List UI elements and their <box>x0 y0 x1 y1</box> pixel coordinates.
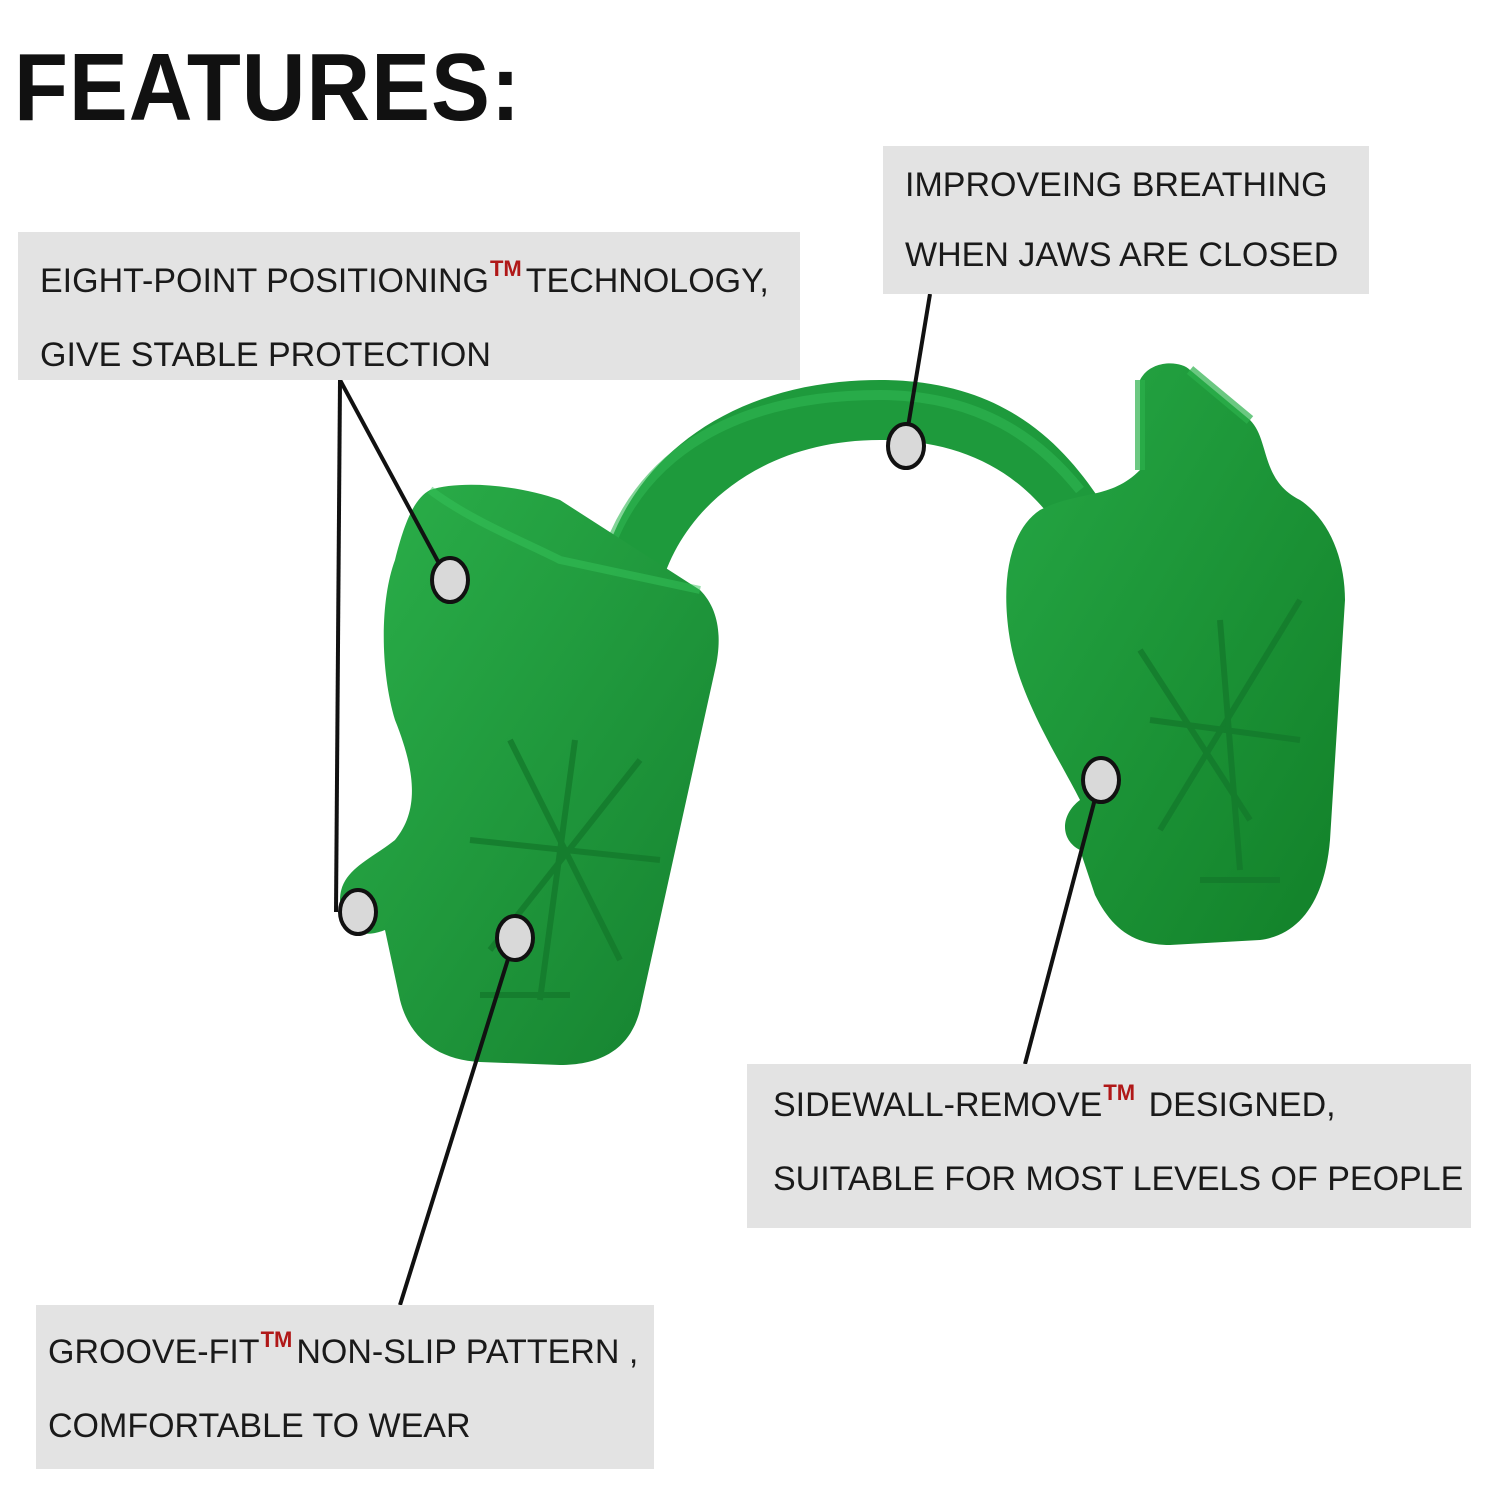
callout-breathing-line2: WHEN JAWS ARE CLOSED <box>905 236 1339 274</box>
trademark-mark: TM <box>1103 1080 1136 1105</box>
callout-sidewall-text-b: DESIGNED, <box>1148 1086 1336 1124</box>
callout-sidewall-line1: SIDEWALL-REMOVETM DESIGNED, <box>773 1070 1471 1144</box>
callout-positioning-text-a: EIGHT-POINT POSITIONING <box>40 262 489 300</box>
callout-positioning-line2: GIVE STABLE PROTECTION <box>40 336 491 374</box>
marker-left-top <box>430 556 470 604</box>
arch-band <box>600 380 1100 590</box>
marker-right <box>1081 756 1121 804</box>
trademark-mark: TM <box>489 256 522 281</box>
point-markers <box>338 422 1121 962</box>
callout-sidewall: SIDEWALL-REMOVETM DESIGNED, SUITABLE FOR… <box>747 1064 1471 1228</box>
trademark-mark: TM <box>260 1327 293 1352</box>
leader-lines <box>334 293 1102 1306</box>
callout-breathing: IMPROVEING BREATHING WHEN JAWS ARE CLOSE… <box>883 146 1369 294</box>
callout-groove-text-a: GROOVE-FIT <box>48 1333 260 1371</box>
callout-breathing-line1: IMPROVEING BREATHING <box>905 166 1328 204</box>
marker-left-bottom <box>338 888 378 936</box>
right-emblem <box>1137 598 1303 883</box>
marker-left-emblem <box>495 914 535 962</box>
marker-arch <box>886 422 926 470</box>
page-title: FEATURES: <box>14 34 522 141</box>
callout-positioning-text-b: TECHNOLOGY, <box>525 262 769 300</box>
callout-sidewall-line2: SUITABLE FOR MOST LEVELS OF PEOPLE <box>773 1160 1464 1198</box>
callout-sidewall-text-a: SIDEWALL-REMOVE <box>773 1086 1103 1124</box>
callout-groove-text-b: NON-SLIP PATTERN , <box>296 1333 639 1371</box>
callout-groove-line2: COMFORTABLE TO WEAR <box>48 1407 471 1445</box>
